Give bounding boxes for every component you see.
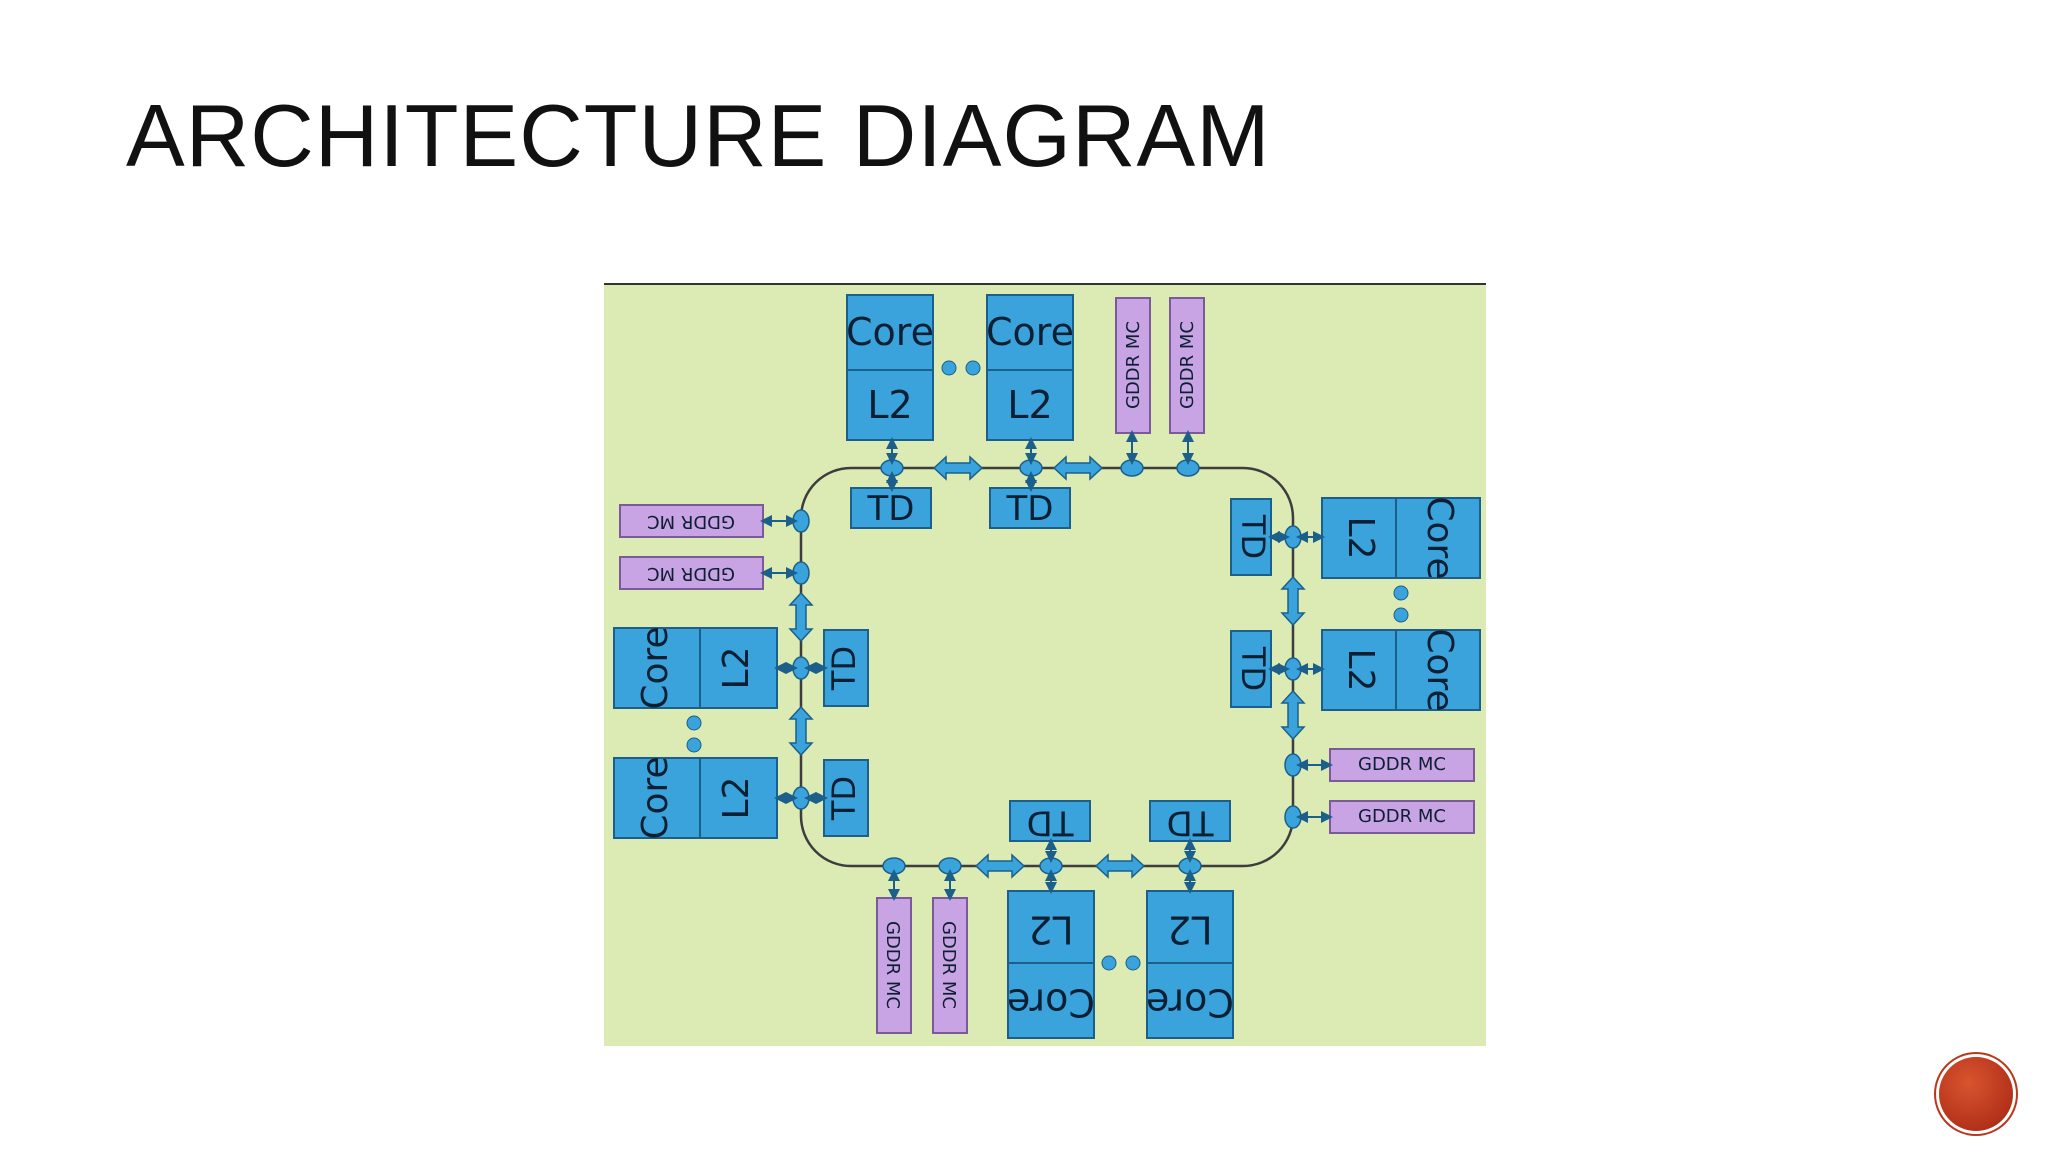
gddr-label: GDDR MC bbox=[882, 921, 903, 1009]
td-label: TD bbox=[1234, 514, 1272, 559]
core-label: Core bbox=[986, 310, 1074, 354]
gddr-mc-left-2: GDDR MC bbox=[619, 556, 764, 590]
core-tile-right-1: L2 Core bbox=[1321, 496, 1481, 580]
l2-label: L2 bbox=[1340, 649, 1381, 692]
td-label: TD bbox=[1234, 646, 1272, 691]
l2-label: L2 bbox=[716, 777, 757, 820]
l2-label: L2 bbox=[1340, 517, 1381, 560]
gddr-label: GDDR MC bbox=[1358, 754, 1446, 775]
td-bottom-1: TD bbox=[1009, 800, 1091, 843]
td-label: TD bbox=[1167, 803, 1215, 843]
l2-label: L2 bbox=[716, 647, 757, 690]
gddr-label: GDDR MC bbox=[1177, 321, 1198, 409]
core-label: Core bbox=[635, 626, 676, 709]
core-label: Core bbox=[635, 756, 676, 839]
td-label: TD bbox=[825, 776, 863, 821]
ellipsis-dot bbox=[1393, 607, 1409, 623]
core-label: Core bbox=[1419, 496, 1460, 579]
core-tile-left-2: Core L2 bbox=[613, 756, 778, 840]
td-left-2: TD bbox=[823, 759, 869, 837]
ellipsis-dot bbox=[1125, 955, 1141, 971]
core-tile-bottom-1: L2 Core bbox=[1007, 890, 1095, 1039]
td-label: TD bbox=[825, 646, 863, 691]
td-top-1: TD bbox=[850, 487, 932, 529]
gddr-mc-top-1: GDDR MC bbox=[1115, 297, 1151, 434]
gddr-mc-bottom-1: GDDR MC bbox=[876, 897, 912, 1034]
ellipsis-dot bbox=[686, 737, 702, 753]
slide-title: ARCHITECTURE DIAGRAM bbox=[126, 86, 1271, 185]
bus-arrows-right bbox=[1280, 575, 1306, 741]
links-left bbox=[760, 515, 828, 804]
ellipsis-dot bbox=[1393, 585, 1409, 601]
core-tile-top-2: Core L2 bbox=[986, 294, 1074, 441]
bus-arrows-top bbox=[932, 455, 1104, 481]
td-label: TD bbox=[1027, 803, 1075, 843]
links-top bbox=[886, 430, 1194, 492]
gddr-label: GDDR MC bbox=[647, 511, 735, 532]
architecture-diagram: Core L2 Core L2 GDDR MC GDDR MC TD TD bbox=[604, 283, 1486, 1046]
td-right-2: TD bbox=[1230, 630, 1272, 708]
td-label: TD bbox=[867, 489, 915, 529]
l2-label: L2 bbox=[1028, 908, 1073, 952]
gddr-mc-top-2: GDDR MC bbox=[1169, 297, 1205, 434]
gddr-mc-bottom-2: GDDR MC bbox=[932, 897, 968, 1034]
core-tile-bottom-2: L2 Core bbox=[1146, 890, 1234, 1039]
gddr-label: GDDR MC bbox=[647, 563, 735, 584]
links-right bbox=[1268, 531, 1333, 823]
td-left-1: TD bbox=[823, 629, 869, 707]
gddr-mc-left-1: GDDR MC bbox=[619, 504, 764, 538]
l2-label: L2 bbox=[867, 383, 912, 427]
gddr-label: GDDR MC bbox=[1123, 321, 1144, 409]
core-tile-top-1: Core L2 bbox=[846, 294, 934, 441]
l2-label: L2 bbox=[1167, 908, 1212, 952]
ellipsis-dot bbox=[1101, 955, 1117, 971]
ellipsis-dot bbox=[941, 360, 957, 376]
core-label: Core bbox=[1146, 981, 1234, 1025]
core-label: Core bbox=[846, 310, 934, 354]
td-right-1: TD bbox=[1230, 498, 1272, 576]
links-bottom bbox=[888, 838, 1196, 901]
core-label: Core bbox=[1007, 981, 1095, 1025]
ellipsis-dot bbox=[686, 715, 702, 731]
core-tile-right-2: L2 Core bbox=[1321, 628, 1481, 712]
gddr-mc-right-2: GDDR MC bbox=[1329, 800, 1475, 834]
td-bottom-2: TD bbox=[1149, 800, 1231, 843]
gddr-label: GDDR MC bbox=[938, 921, 959, 1009]
core-label: Core bbox=[1419, 628, 1460, 711]
core-tile-left-1: Core L2 bbox=[613, 626, 778, 710]
ellipsis-dot bbox=[965, 360, 981, 376]
gddr-label: GDDR MC bbox=[1358, 806, 1446, 827]
bus-arrows-left bbox=[788, 591, 814, 757]
td-top-2: TD bbox=[989, 487, 1071, 529]
gddr-mc-right-1: GDDR MC bbox=[1329, 748, 1475, 782]
nav-circle-icon[interactable] bbox=[1939, 1057, 2013, 1131]
td-label: TD bbox=[1006, 489, 1054, 529]
bus-arrows-bottom bbox=[974, 853, 1146, 879]
l2-label: L2 bbox=[1007, 383, 1052, 427]
